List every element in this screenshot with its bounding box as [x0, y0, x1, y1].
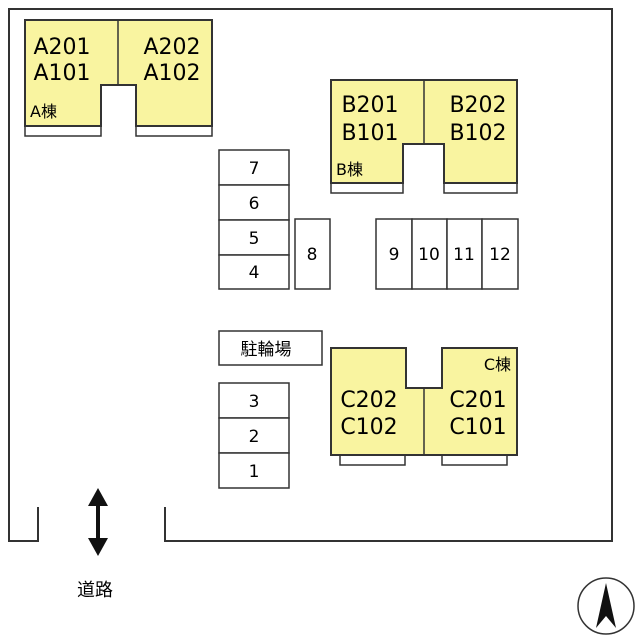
building-a: A201 A101 A202 A102 A棟: [24, 19, 213, 137]
parking-number: 2: [249, 427, 260, 447]
unit-label: C101: [449, 415, 506, 440]
unit-label: C102: [340, 415, 397, 440]
parking-space: [481, 218, 519, 290]
unit-label: C202: [340, 388, 397, 413]
unit-label: B101: [341, 121, 398, 146]
parking-number: 6: [249, 194, 260, 214]
building-c-label: C棟: [484, 355, 511, 374]
parking-number: 11: [453, 245, 475, 265]
unit-label: A201: [33, 35, 90, 60]
parking-number: 3: [249, 392, 260, 412]
building-a-left-balcony: [24, 125, 102, 137]
parking-space: [294, 218, 331, 290]
parking-stack-lower: 3 2 1: [218, 382, 290, 489]
parking-space: [218, 184, 290, 221]
unit-label: A101: [33, 61, 90, 86]
unit-label: B102: [449, 121, 506, 146]
building-b: B201 B101 B202 B102 B棟: [330, 79, 518, 194]
parking-row: 9 10 11 12: [375, 218, 519, 290]
unit-label: B202: [449, 93, 506, 118]
parking-number: 10: [418, 245, 440, 265]
building-b-label: B棟: [336, 160, 363, 179]
road-arrow-icon: [88, 488, 108, 556]
parking-number: 7: [249, 159, 260, 179]
parking-number: 8: [307, 245, 318, 265]
building-a-right-balcony: [135, 125, 213, 137]
road-label: 道路: [77, 580, 113, 601]
building-c: C202 C102 C201 C101 C棟: [330, 347, 518, 466]
parking-number: 4: [249, 263, 260, 283]
building-a-label: A棟: [30, 102, 57, 121]
parking-number: 5: [249, 229, 260, 249]
building-c-left-balcony: [339, 454, 406, 466]
parking-space: [218, 382, 290, 419]
north-arrow-icon: [577, 577, 635, 635]
unit-label: B201: [341, 93, 398, 118]
unit-label: C201: [449, 388, 506, 413]
parking-stack-upper: 7 6 5 4: [218, 149, 290, 290]
parking-space: [218, 452, 290, 489]
parking-space: [218, 254, 290, 290]
site-boundary: [8, 8, 613, 542]
bicycle-parking-box: [218, 330, 323, 366]
building-b-left-balcony: [330, 182, 404, 194]
bicycle-parking: 駐輪場: [218, 330, 323, 366]
building-c-right-balcony: [441, 454, 508, 466]
parking-number: 12: [489, 245, 511, 265]
parking-number: 1: [249, 462, 260, 482]
bicycle-parking-label: 駐輪場: [241, 340, 292, 360]
unit-label: A102: [143, 61, 200, 86]
parking-number: 9: [389, 245, 400, 265]
building-b-right-balcony: [443, 182, 518, 194]
parking-single: 8: [294, 218, 331, 290]
unit-label: A202: [143, 35, 200, 60]
